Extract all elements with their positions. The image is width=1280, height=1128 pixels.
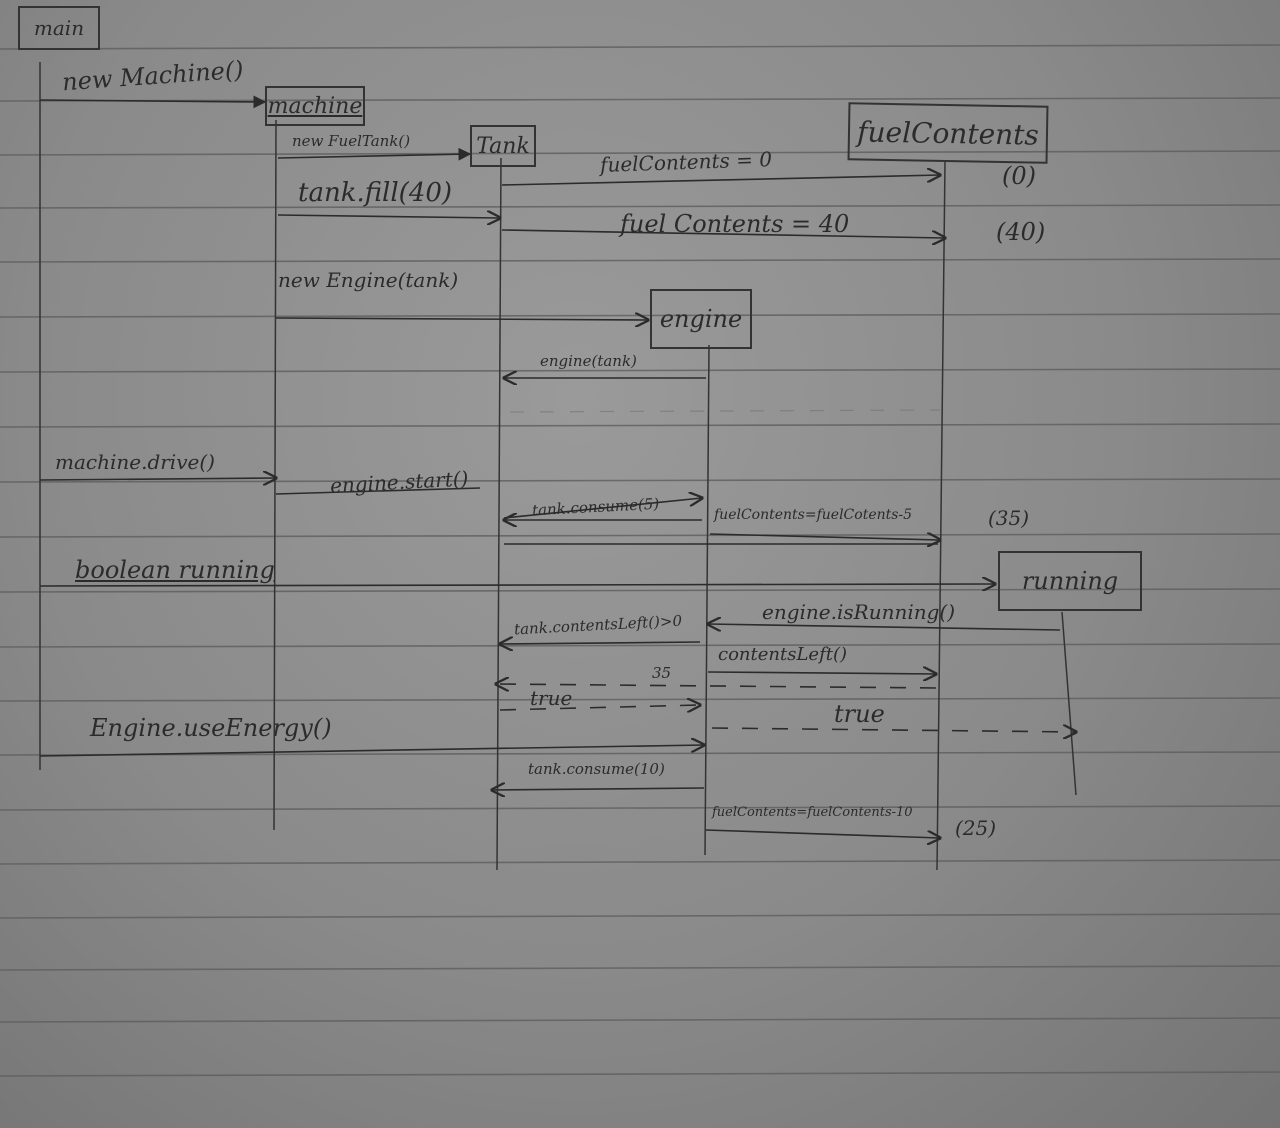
erased-marks [509,409,941,413]
object-engine: engine [650,289,752,349]
label-fuel-contents-40: fuel Contents = 40 [620,210,850,238]
label-fuel-contents-0: fuelContents = 0 [599,147,773,177]
object-machine-label: machine [267,93,363,119]
label-fuel-contents-minus-10: fuelContents=fuelContents-10 [712,805,913,820]
label-tank-fill: tank.fill(40) [298,178,453,208]
value-35: (35) [988,506,1030,530]
label-tank-consume-10: tank.consume(10) [528,760,665,778]
label-new-engine: new Engine(tank) [278,268,459,292]
ruled-lines [0,44,1280,1077]
label-true-1: true [530,686,573,710]
value-25: (25) [955,816,997,840]
label-engine-is-running: engine.isRunning() [762,600,956,624]
label-engine-tank: engine(tank) [540,352,637,370]
object-engine-label: engine [659,305,743,333]
object-main: main [18,6,100,50]
object-running: running [998,551,1142,611]
object-tank-label: Tank [476,133,530,159]
label-boolean-running: boolean running [75,556,275,584]
object-fuel-contents: fuelContents [847,102,1049,164]
object-tank: Tank [470,125,536,167]
object-main-label: main [33,16,85,40]
label-new-fuel-tank: new FuelTank() [292,132,411,150]
message-arrows [39,95,1061,838]
label-engine-use-energy: Engine.useEnergy() [90,714,332,742]
label-return-35: 35 [652,664,672,682]
value-40: (40) [996,218,1046,246]
value-0: (0) [1002,162,1036,190]
object-machine: machine [265,86,365,126]
return-arrows [496,684,1076,732]
label-machine-drive: machine.drive() [55,450,215,474]
label-contents-left: contentsLeft() [718,644,848,665]
object-fuel-contents-label: fuelContents [856,114,1040,152]
label-fuel-contents-minus-5: fuelContents=fuelCotents-5 [714,507,913,523]
label-true-2: true [834,700,885,728]
object-running-label: running [1021,567,1119,595]
